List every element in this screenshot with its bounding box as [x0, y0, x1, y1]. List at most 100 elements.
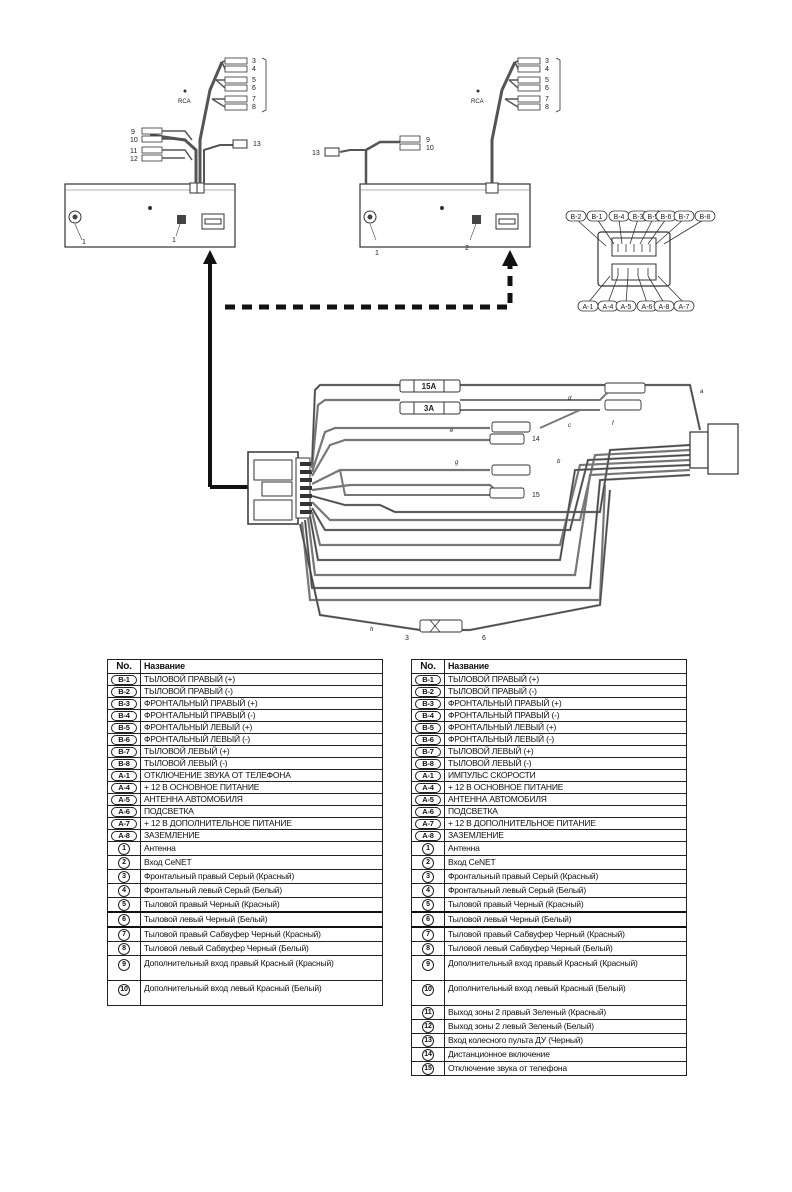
rca-num-left: 8 — [252, 104, 256, 111]
row-name-cell: ФРОНТАЛЬНЫЙ ЛЕВЫЙ (-) — [140, 733, 383, 746]
input-num-left: 9 — [131, 129, 135, 136]
row-name-cell: Дополнительный вход правый Красный (Крас… — [140, 955, 383, 981]
header-name: Название — [444, 659, 687, 674]
row-name-cell: ТЫЛОВОЙ ЛЕВЫЙ (-) — [444, 757, 687, 770]
row-name-cell: ТЫЛОВОЙ ПРАВЫЙ (+) — [444, 673, 687, 686]
row-name-cell: ФРОНТАЛЬНЫЙ ЛЕВЫЙ (-) — [444, 733, 687, 746]
row-number-cell: B-8 — [107, 757, 141, 770]
row-number-cell: B-4 — [411, 709, 445, 722]
row-number-badge: A-4 — [111, 783, 137, 793]
row-number-cell: 7 — [411, 926, 445, 942]
row-number-cell: 8 — [411, 941, 445, 956]
row-number-badge: 7 — [118, 929, 130, 941]
head-unit-right: RCA 3 4 5 6 7 8 9 10 13 1 2 — [312, 57, 561, 257]
row-number-cell: B-4 — [107, 709, 141, 722]
row-name-cell: Тыловой правый Черный (Красный) — [140, 897, 383, 913]
row-number-cell: 8 — [107, 941, 141, 956]
row-number-badge: 10 — [422, 984, 434, 996]
row-name-cell: Тыловой левый Сабвуфер Черный (Белый) — [140, 941, 383, 956]
pin-label: A-1 — [577, 300, 599, 312]
input-num-right: 10 — [426, 145, 434, 152]
row-number-cell: 12 — [411, 1019, 445, 1034]
row-name-cell: ОТКЛЮЧЕНИЕ ЗВУКА ОТ ТЕЛЕФОНА — [140, 769, 383, 782]
row-number-cell: B-3 — [411, 697, 445, 710]
row-number-badge: B-1 — [111, 675, 137, 685]
row-number-cell: B-1 — [411, 673, 445, 686]
row-number-badge: A-7 — [415, 819, 441, 829]
antenna-num-left: 1 — [82, 239, 86, 246]
pin-label: A-8 — [653, 300, 675, 312]
row-number-cell: 15 — [411, 1061, 445, 1076]
row-number-badge: B-8 — [415, 759, 441, 769]
row-number-cell: B-3 — [107, 697, 141, 710]
row-name-cell: ПОДСВЕТКА — [140, 805, 383, 818]
row-number-badge: B-4 — [415, 711, 441, 721]
svg-text:B-3: B-3 — [633, 214, 644, 221]
pin-label: B-1 — [586, 210, 608, 222]
row-number-badge: 3 — [422, 871, 434, 883]
cenet-num-right: 2 — [465, 245, 469, 252]
row-name-cell: + 12 В ОСНОВНОЕ ПИТАНИЕ — [140, 781, 383, 794]
row-number-badge: 9 — [422, 959, 434, 971]
svg-text:B-7: B-7 — [679, 214, 690, 221]
row-number-cell: B-2 — [107, 685, 141, 698]
row-name-cell: ТЫЛОВОЙ ПРАВЫЙ (-) — [444, 685, 687, 698]
row-name-cell: Антенна — [140, 841, 383, 856]
row-name-cell: Фронтальный левый Серый (Белый) — [140, 883, 383, 898]
row-number-cell: 3 — [107, 869, 141, 884]
row-name-cell: Дополнительный вход правый Красный (Крас… — [444, 955, 687, 981]
table-row: A-4+ 12 В ОСНОВНОЕ ПИТАНИЕ — [107, 781, 383, 794]
rca-num-left: 4 — [252, 66, 256, 73]
row-number-cell: 9 — [411, 955, 445, 981]
pin-label: B-8 — [694, 210, 716, 222]
svg-text:B-4: B-4 — [614, 214, 625, 221]
row-number-badge: B-8 — [111, 759, 137, 769]
fuse-3a: 3A — [399, 401, 461, 415]
row-number-cell: 1 — [411, 841, 445, 856]
row-number-cell: 9 — [107, 955, 141, 981]
row-number-cell: A-6 — [411, 805, 445, 818]
row-name-cell: ИМПУЛЬС СКОРОСТИ — [444, 769, 687, 782]
row-number-badge: 2 — [118, 857, 130, 869]
row-name-cell: Вход колесного пульта ДУ (Черный) — [444, 1033, 687, 1048]
table-row: 8 Тыловой левый Сабвуфер Черный (Белый) — [107, 941, 383, 956]
row-number-badge: 8 — [118, 943, 130, 955]
row-number-cell: 5 — [411, 897, 445, 913]
row-number-badge: B-6 — [111, 735, 137, 745]
row-number-badge: B-1 — [415, 675, 441, 685]
input-num-right: 9 — [426, 137, 430, 144]
row-number-badge: 5 — [422, 899, 434, 911]
wire-letter: b — [557, 459, 561, 465]
row-number-cell: B-5 — [411, 721, 445, 734]
row-number-cell: 2 — [411, 855, 445, 870]
svg-text:B-5: B-5 — [648, 214, 659, 221]
row-number-badge: 2 — [422, 857, 434, 869]
row-name-cell: Отключение звука от телефона — [444, 1061, 687, 1076]
row-number-cell: B-7 — [411, 745, 445, 758]
row-number-badge: B-2 — [111, 687, 137, 697]
row-number-cell: A-8 — [107, 829, 141, 842]
row-number-badge: 6 — [422, 914, 434, 926]
row-number-cell: B-6 — [411, 733, 445, 746]
row-number-cell: A-1 — [107, 769, 141, 782]
row-name-cell: ФРОНТАЛЬНЫЙ ЛЕВЫЙ (+) — [444, 721, 687, 734]
row-number-badge: 1 — [118, 843, 130, 855]
remote-num-right: 13 — [312, 150, 320, 157]
row-number-badge: 13 — [422, 1035, 434, 1047]
row-number-cell: B-2 — [411, 685, 445, 698]
